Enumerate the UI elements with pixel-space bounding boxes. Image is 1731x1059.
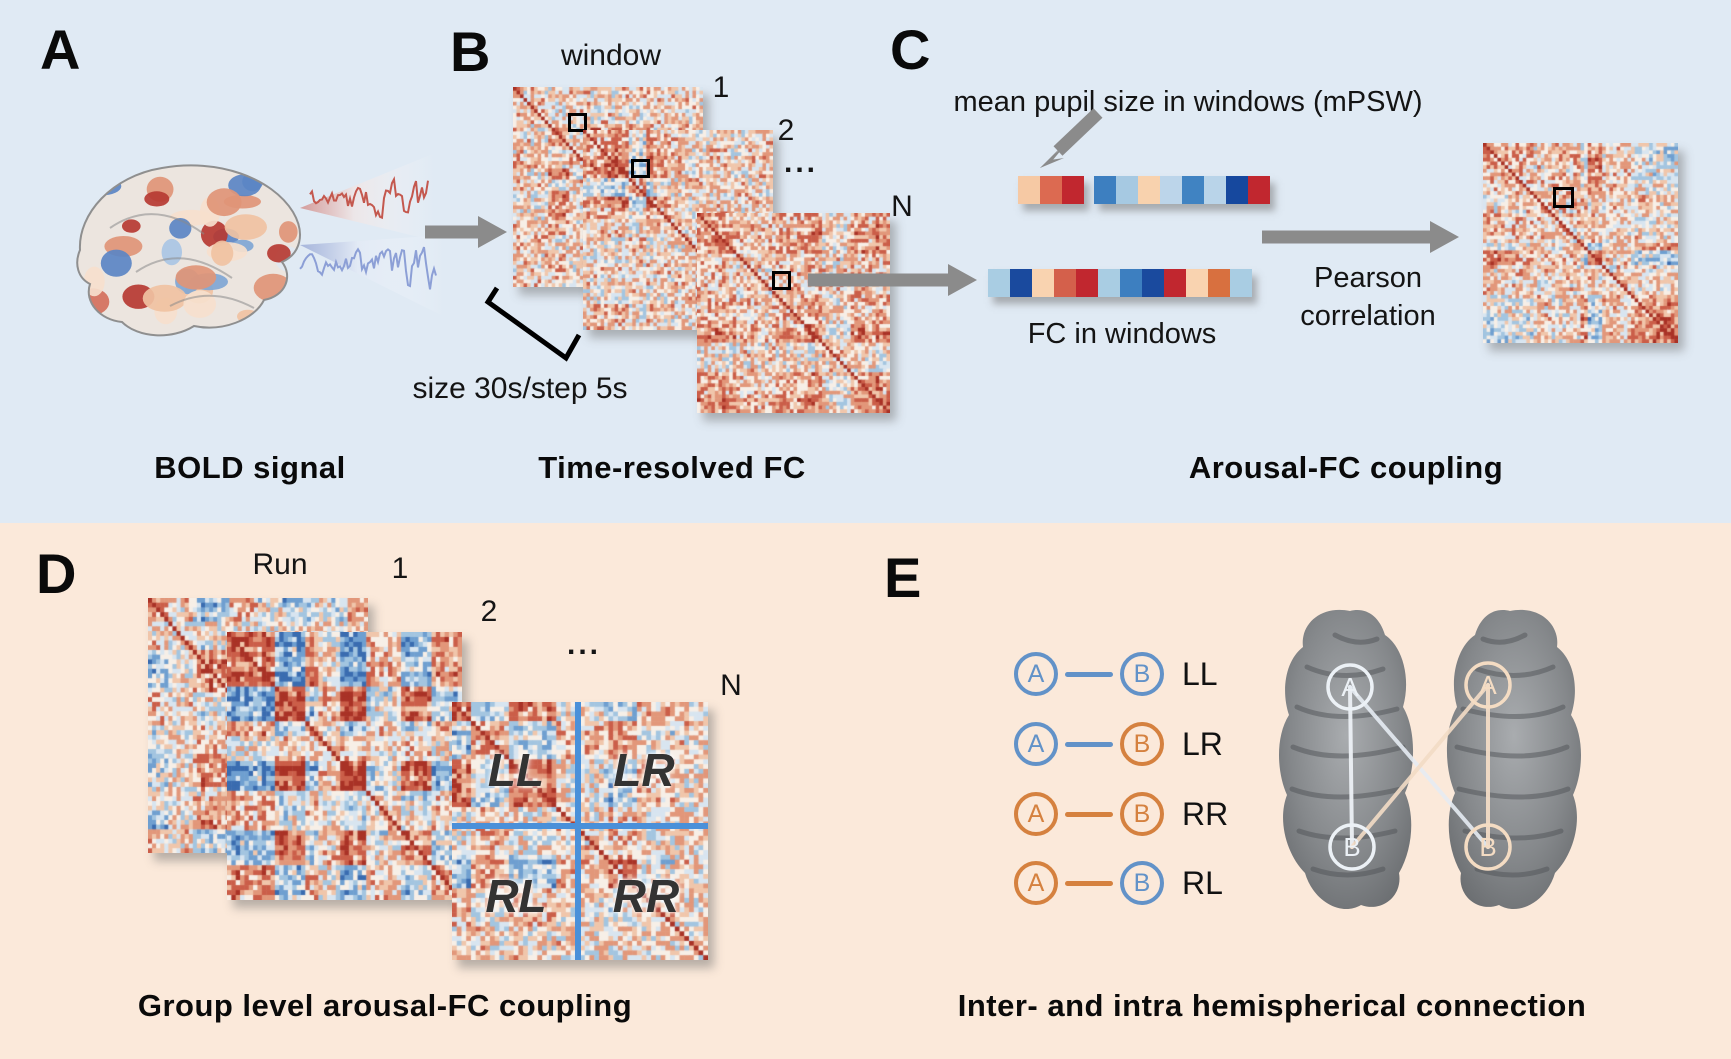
panel-c-label: C bbox=[890, 18, 931, 81]
strip-cell bbox=[1160, 176, 1182, 204]
fc-windows-strip bbox=[988, 269, 1252, 297]
matrix-cell-marker-2 bbox=[631, 159, 650, 178]
node-b-circle: B bbox=[1120, 861, 1164, 905]
window-label: window bbox=[560, 39, 662, 72]
arousal-fc-coupling-matrix bbox=[1483, 143, 1678, 343]
strip-cell bbox=[1138, 176, 1160, 204]
strip-cell bbox=[1208, 269, 1230, 297]
panel-d-label: D bbox=[36, 542, 77, 605]
blue-beam bbox=[300, 235, 445, 317]
connection-label: LL bbox=[1182, 655, 1218, 692]
panel-e-caption: Inter- and intra hemispherical connectio… bbox=[957, 988, 1587, 1023]
fc-in-windows-label: FC in windows bbox=[1027, 318, 1217, 350]
pearson-label-line1: Pearson bbox=[1313, 262, 1423, 294]
strip-cell bbox=[1094, 176, 1116, 204]
node-a-circle: A bbox=[1014, 861, 1058, 905]
node-b-circle: B bbox=[1120, 792, 1164, 836]
connection-line bbox=[1065, 741, 1113, 747]
strip-cell bbox=[1116, 176, 1138, 204]
connection-label: LR bbox=[1182, 725, 1223, 762]
strip-cell bbox=[1098, 269, 1120, 297]
quadrant-label-lr: LR bbox=[613, 744, 675, 796]
right-hemisphere bbox=[1447, 610, 1581, 909]
panel-b-caption: Time-resolved FC bbox=[538, 450, 806, 485]
panel-d-caption: Group level arousal-FC coupling bbox=[137, 988, 633, 1023]
brain-outline bbox=[76, 164, 301, 337]
hemisphere-divider-vertical bbox=[575, 702, 581, 960]
signal-extraction-beams-and-timeseries bbox=[299, 153, 445, 317]
strip-cell bbox=[1230, 269, 1252, 297]
mpsw-strip bbox=[1018, 176, 1270, 204]
run-label: Run bbox=[252, 548, 308, 581]
window-number-2: 2 bbox=[777, 114, 795, 147]
coupling-matrix-cell-marker bbox=[1553, 187, 1574, 208]
panel-a-caption: BOLD signal bbox=[154, 450, 346, 485]
svg-text:A: A bbox=[1479, 670, 1497, 700]
strip-cell bbox=[1204, 176, 1226, 204]
strip-cell bbox=[1248, 176, 1270, 204]
strip-cell bbox=[1142, 269, 1164, 297]
hemisphere-divider-horizontal bbox=[452, 823, 708, 829]
matrix-cell-marker-n bbox=[772, 271, 791, 290]
panel-e-label: E bbox=[884, 546, 922, 609]
connection-line bbox=[1065, 811, 1113, 817]
strip-cell bbox=[1062, 176, 1084, 204]
connection-line bbox=[1065, 880, 1113, 886]
quadrant-label-rr: RR bbox=[612, 870, 680, 922]
fc-matrix-window-n bbox=[697, 213, 890, 413]
matrix-cell-marker-1 bbox=[568, 113, 587, 132]
group-matrix-run-2 bbox=[227, 632, 462, 900]
connection-row-rr: A B RR bbox=[1014, 792, 1228, 836]
strip-cell bbox=[1164, 269, 1186, 297]
hemispheres-dorsal-view: A B A B bbox=[1279, 595, 1595, 950]
strip-cell bbox=[1040, 176, 1062, 204]
panel-c-caption: Arousal-FC coupling bbox=[1188, 450, 1504, 485]
strip-cell bbox=[1054, 269, 1076, 297]
window-number-1: 1 bbox=[712, 71, 730, 104]
hemisphere-node-circles bbox=[1326, 661, 1512, 871]
quadrant-label-ll: LL bbox=[487, 744, 545, 796]
hemisphere-node-letters: A B A B bbox=[1341, 670, 1497, 862]
panel-b-label: B bbox=[450, 20, 491, 83]
strip-cell bbox=[1032, 269, 1054, 297]
panel-a-label: A bbox=[40, 18, 81, 81]
pearson-label-line2: correlation bbox=[1300, 300, 1436, 332]
run-number-2: 2 bbox=[480, 595, 498, 628]
connection-row-rl: A B RL bbox=[1014, 861, 1223, 905]
svg-text:B: B bbox=[1343, 832, 1360, 862]
connection-label: RR bbox=[1182, 795, 1229, 832]
node-b-circle: B bbox=[1120, 722, 1164, 766]
window-ellipsis: ... bbox=[783, 146, 819, 179]
connection-row-lr: A B LR bbox=[1014, 722, 1223, 766]
brain-sulci-lines bbox=[109, 213, 255, 309]
strip-cell bbox=[1076, 269, 1098, 297]
strip-cell bbox=[1182, 176, 1204, 204]
connection-row-ll: A B LL bbox=[1014, 652, 1218, 696]
node-a-circle: A bbox=[1014, 722, 1058, 766]
quadrant-label-rl: RL bbox=[485, 870, 547, 922]
node-a-circle: A bbox=[1014, 652, 1058, 696]
window-number-n: N bbox=[891, 190, 913, 223]
svg-text:A: A bbox=[1341, 672, 1359, 702]
connection-label: RL bbox=[1182, 864, 1223, 901]
node-b-circle: B bbox=[1120, 652, 1164, 696]
run-number-n: N bbox=[720, 669, 742, 702]
pupil-size-label: mean pupil size in windows (mPSW) bbox=[953, 86, 1423, 118]
strip-cell bbox=[1018, 176, 1040, 204]
window-size-note: size 30s/step 5s bbox=[412, 372, 628, 405]
run-ellipsis: ... bbox=[566, 628, 602, 661]
connection-line bbox=[1065, 671, 1113, 677]
brain-lateral-illustration bbox=[76, 164, 301, 337]
strip-cell bbox=[1226, 176, 1248, 204]
hemisphere-connection-lines bbox=[1348, 683, 1490, 849]
strip-cell bbox=[1120, 269, 1142, 297]
bold-timeseries-red bbox=[309, 175, 429, 220]
strip-cell bbox=[988, 269, 1010, 297]
bold-timeseries-blue bbox=[299, 246, 437, 290]
svg-text:B: B bbox=[1479, 832, 1496, 862]
node-a-circle: A bbox=[1014, 792, 1058, 836]
strip-cell bbox=[1186, 269, 1208, 297]
run-number-1: 1 bbox=[391, 552, 409, 585]
strip-cell bbox=[1010, 269, 1032, 297]
